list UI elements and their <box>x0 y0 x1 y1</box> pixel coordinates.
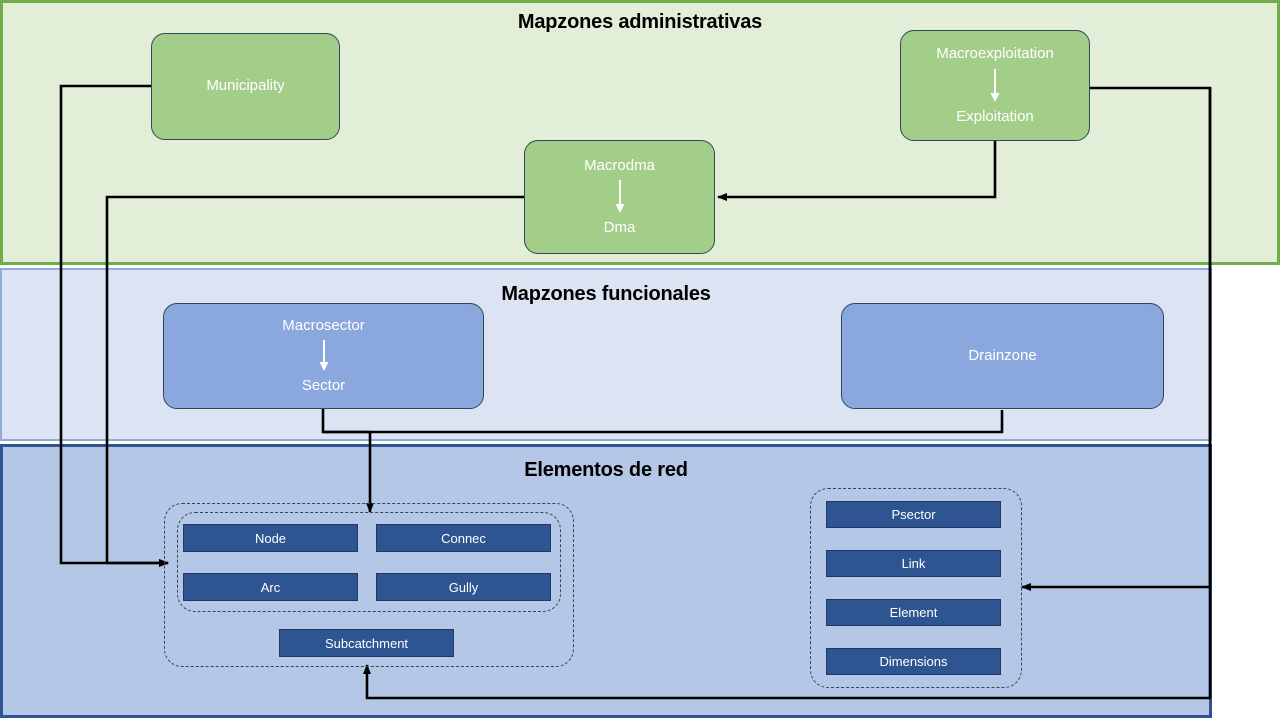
dashed-group-psector <box>810 488 1022 688</box>
chip-label: Psector <box>891 507 936 522</box>
municipality-label: Municipality <box>206 77 285 95</box>
macrodma-parent-label: Macrodma <box>584 156 655 174</box>
chip-label: Node <box>254 530 287 546</box>
zone-box-macrosector[interactable]: Macrosector Sector <box>163 303 484 409</box>
element-chip-gully[interactable]: Gully <box>376 573 551 601</box>
macroexploitation-parent-label: Macroexploitation <box>936 45 1054 62</box>
chip-label: Element <box>889 605 938 620</box>
down-arrow-icon <box>615 180 624 213</box>
zone-box-macrodma[interactable]: Macrodma Dma <box>524 140 715 254</box>
drainzone-label: Drainzone <box>968 346 1037 364</box>
down-arrow-icon <box>319 340 328 371</box>
chip-label: Gully <box>448 579 479 595</box>
element-chip-dimensions[interactable]: Dimensions <box>826 648 1001 675</box>
element-chip-psector[interactable]: Psector <box>826 501 1001 528</box>
element-chip-arc[interactable]: Arc <box>183 573 358 601</box>
element-chip-subcatchment[interactable]: Subcatchment <box>279 629 454 657</box>
macrodma-child-label: Dma <box>603 219 636 236</box>
chip-label: Arc <box>260 579 281 595</box>
chip-label: Subcatchment <box>324 635 409 651</box>
macrosector-parent-label: Macrosector <box>282 316 365 334</box>
zone-box-municipality[interactable]: Municipality <box>151 33 340 140</box>
band-title-administrativas: Mapzones administrativas <box>517 11 763 33</box>
chip-label: Dimensions <box>879 654 948 669</box>
zone-box-macroexploitation[interactable]: Macroexploitation Exploitation <box>900 30 1090 141</box>
band-title-elementos-red: Elementos de red <box>524 459 688 481</box>
macrosector-child-label: Sector <box>301 377 346 394</box>
element-chip-link[interactable]: Link <box>826 550 1001 577</box>
element-chip-element[interactable]: Element <box>826 599 1001 626</box>
element-chip-connec[interactable]: Connec <box>376 524 551 552</box>
down-arrow-icon <box>990 68 1000 102</box>
zone-box-drainzone[interactable]: Drainzone <box>841 303 1164 409</box>
chip-label: Link <box>901 556 926 571</box>
dashed-group-network-elements-outer <box>164 503 574 667</box>
chip-label: Connec <box>441 530 486 546</box>
macroexploitation-child-label: Exploitation <box>956 107 1034 125</box>
element-chip-node[interactable]: Node <box>183 524 358 552</box>
dashed-group-network-elements-inner <box>177 512 561 612</box>
